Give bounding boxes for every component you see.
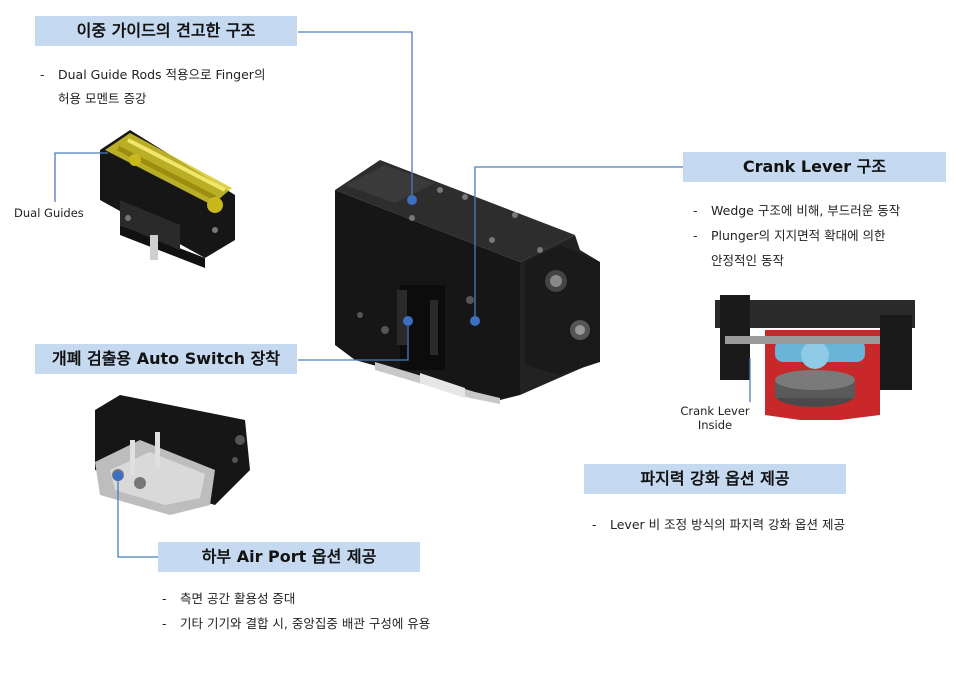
grip-force-bullet-1: -Lever 비 조정 방식의 파지력 강화 옵션 제공: [592, 514, 845, 533]
air-port-bullet-2: -기타 기기와 결합 시, 중앙집중 배관 구성에 유용: [162, 613, 430, 632]
main-gripper-illustration: [335, 160, 600, 404]
air-port-bullet-1: -측면 공간 활용성 증대: [162, 588, 295, 607]
dual-guide-heading: 이중 가이드의 견고한 구조: [35, 16, 297, 46]
bullet-dash: -: [693, 203, 698, 218]
crank-lever-inside-label-line-2: Inside: [697, 418, 733, 432]
crank-lever-cutaway-illustration: [715, 295, 915, 420]
crank-lever-bullet-1: -Wedge 구조에 비해, 부드러운 동작: [693, 200, 900, 219]
leader-dots: [113, 195, 480, 481]
grip-force-bullet-text-1: Lever 비 조정 방식의 파지력 강화 옵션 제공: [610, 517, 845, 532]
dual-guides-label: Dual Guides: [14, 206, 84, 220]
bullet-dash: -: [592, 517, 597, 532]
air-port-gripper-illustration: [95, 395, 250, 515]
dual-guide-bullet-continuation: 허용 모멘트 증강: [58, 91, 147, 106]
crank-lever-bullet-2: -Plunger의 지지면적 확대에 의한: [693, 225, 886, 244]
air-port-bullet-text-2: 기타 기기와 결합 시, 중앙집중 배관 구성에 유용: [180, 616, 431, 631]
leader-lines: [54, 31, 751, 558]
crank-lever-bullet-text-1: Wedge 구조에 비해, 부드러운 동작: [711, 203, 901, 218]
bullet-dash: -: [693, 228, 698, 243]
crank-lever-bullet-continuation: 안정적인 동작: [711, 253, 784, 268]
air-port-heading: 하부 Air Port 옵션 제공: [158, 542, 420, 572]
dual-guide-bullet-1: -Dual Guide Rods 적용으로 Finger의: [40, 64, 265, 83]
crank-lever-inside-label: Crank Lever Inside: [680, 404, 750, 432]
dual-guide-bullet-text-1: Dual Guide Rods 적용으로 Finger의: [58, 67, 266, 82]
crank-lever-heading: Crank Lever 구조: [683, 152, 946, 182]
bullet-dash: -: [40, 67, 45, 82]
crank-lever-bullet-text-2: Plunger의 지지면적 확대에 의한: [711, 228, 886, 243]
air-port-bullet-text-1: 측면 공간 활용성 증대: [180, 591, 296, 606]
bullet-dash: -: [162, 616, 167, 631]
crank-lever-inside-label-line-1: Crank Lever: [680, 404, 750, 418]
dual-guide-gripper-illustration: [100, 130, 235, 268]
bullet-dash: -: [162, 591, 167, 606]
grip-force-heading: 파지력 강화 옵션 제공: [584, 464, 846, 494]
auto-switch-heading: 개폐 검출용 Auto Switch 장착: [35, 344, 297, 374]
